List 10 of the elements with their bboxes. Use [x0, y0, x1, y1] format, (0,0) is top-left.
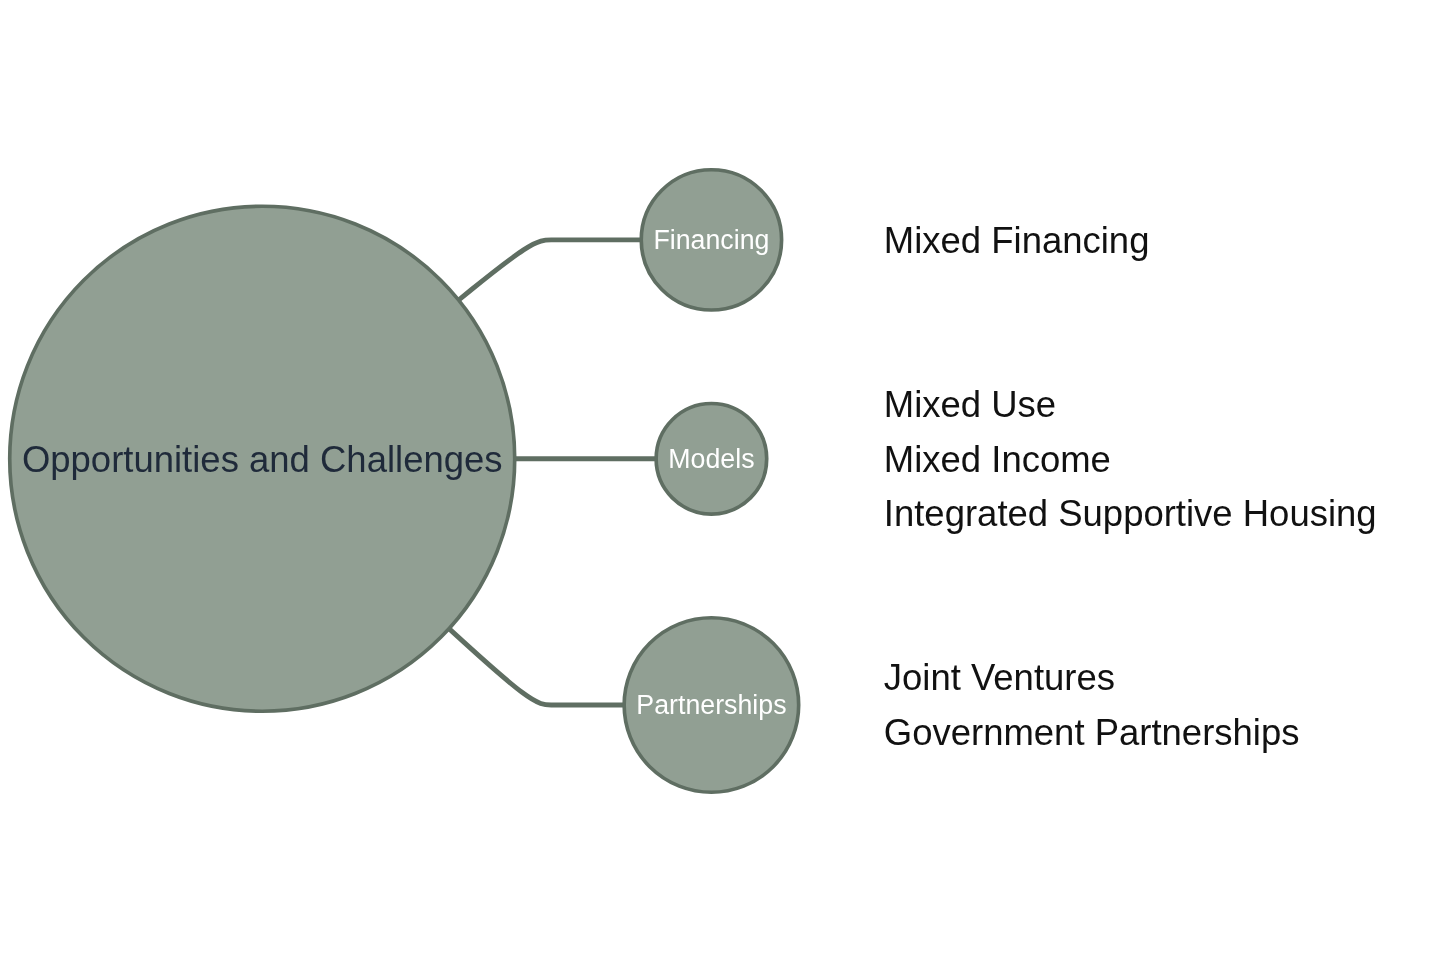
node-circle: Models	[654, 401, 769, 516]
node-label: Government Partnerships	[883, 712, 1300, 753]
node-circle: Opportunities and Challenges	[7, 204, 517, 714]
node-label: Mixed Use	[883, 383, 1057, 425]
node-label: Mixed Income	[883, 438, 1111, 479]
node-label: Mixed Financing	[883, 219, 1150, 260]
node-label: Integrated Supportive Housing	[883, 493, 1377, 534]
node-circle: Partnerships	[622, 615, 801, 795]
node-circle: Financing	[639, 167, 784, 312]
node-label: Joint Ventures	[883, 657, 1116, 698]
